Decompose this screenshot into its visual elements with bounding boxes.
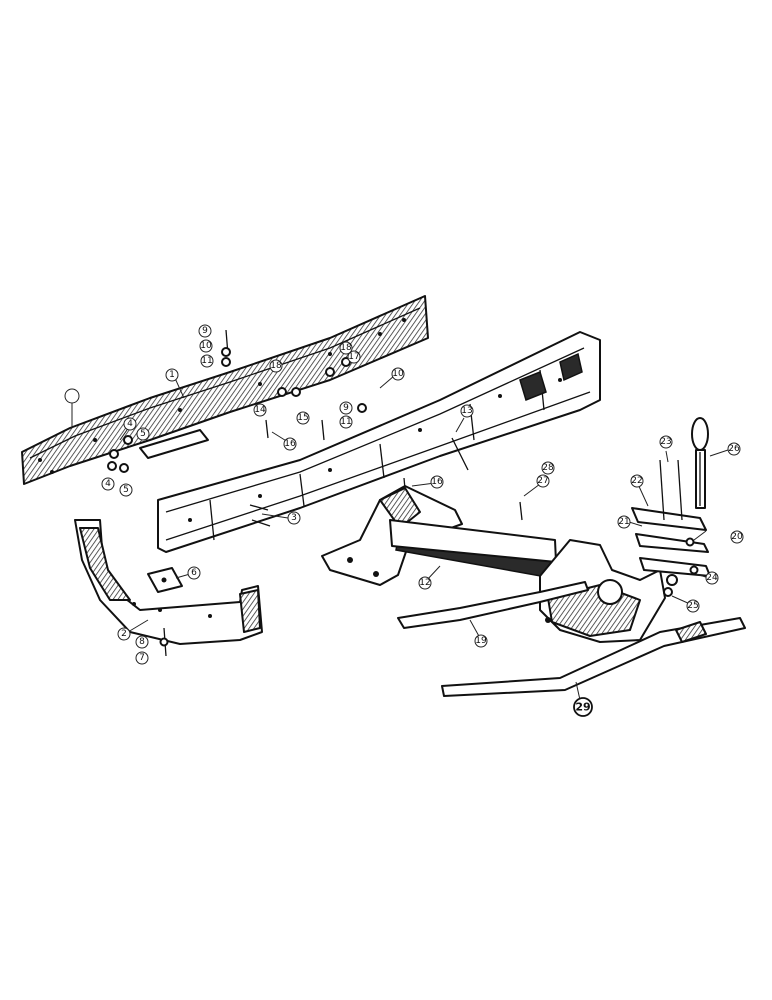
callout-18b: 18 [339, 341, 353, 355]
hitch-assembly [631, 459, 711, 597]
callout-21-label: 21 [618, 517, 629, 527]
callout-18a-label: 18 [270, 361, 282, 371]
callout-12: 12 [418, 576, 432, 590]
callout-24: 24 [705, 571, 719, 585]
callout-26-label: 26 [728, 444, 740, 454]
callout-3: 3 [287, 511, 301, 525]
callout-19-label: 19 [475, 636, 487, 646]
callout-27: 27 [536, 474, 550, 488]
callout-blank [64, 388, 80, 428]
callout-25: 25 [686, 599, 700, 613]
callout-2: 2 [117, 627, 131, 641]
drawbar [441, 617, 746, 697]
callout-23: 23 [659, 435, 673, 449]
callout-27-label: 27 [537, 476, 548, 486]
callout-19: 19 [474, 634, 488, 648]
callout-7: 7 [135, 651, 149, 665]
callout-5b-label: 5 [123, 485, 129, 495]
callout-9b: 9 [339, 401, 353, 415]
callout-8: 8 [135, 635, 149, 649]
callout-29: 29 [573, 697, 593, 717]
callout-14: 14 [253, 403, 267, 417]
callout-5b: 5 [119, 483, 133, 497]
callout-2-label: 2 [121, 629, 127, 639]
callout-13-label: 13 [461, 406, 472, 416]
callout-22-label: 22 [631, 476, 642, 486]
callout-3-label: 3 [291, 513, 297, 523]
hitch-pin [691, 417, 709, 509]
callout-8-label: 8 [139, 637, 145, 647]
callout-5a-label: 5 [140, 429, 146, 439]
callout-17-label: 17 [348, 352, 359, 362]
callout-1-label: 1 [169, 370, 175, 380]
callout-22: 22 [630, 474, 644, 488]
callout-10b-label: 10 [392, 369, 404, 379]
callout-26: 26 [727, 442, 741, 456]
callout-9b-label: 9 [343, 403, 349, 413]
callout-10a: 10 [199, 339, 213, 353]
callout-21: 21 [617, 515, 631, 529]
callout-28-label: 28 [542, 463, 554, 473]
callout-11b-label: 11 [340, 417, 351, 427]
callout-18b-label: 18 [340, 343, 352, 353]
callout-14-label: 14 [254, 405, 266, 415]
callout-7-label: 7 [139, 653, 145, 663]
left-side-rail [21, 295, 429, 485]
callout-6: 6 [187, 566, 201, 580]
callout-23-label: 23 [660, 437, 671, 447]
callout-11a-label: 11 [201, 356, 212, 366]
callout-15: 15 [296, 411, 310, 425]
main-crossmember [321, 485, 666, 643]
callout-4a-label: 4 [127, 419, 133, 429]
callout-10b: 10 [391, 367, 405, 381]
callout-5a: 5 [136, 427, 150, 441]
callout-20-label: 20 [731, 532, 743, 542]
callout-10a-label: 10 [200, 341, 212, 351]
callout-29-label: 29 [575, 701, 590, 714]
rail-fasteners [107, 329, 523, 527]
callout-20: 20 [730, 530, 744, 544]
callout-13: 13 [460, 404, 474, 418]
callout-9a-label: 9 [202, 326, 208, 336]
callout-17: 17 [347, 350, 361, 364]
callout-6-label: 6 [191, 568, 197, 578]
front-bracket [74, 519, 263, 657]
callout-18a: 18 [269, 359, 283, 373]
callout-16b: 16 [430, 475, 444, 489]
callout-4a: 4 [123, 417, 137, 431]
lower-bar [397, 581, 589, 629]
callout-15-label: 15 [297, 413, 308, 423]
callout-12-label: 12 [419, 578, 430, 588]
callout-11b: 11 [339, 415, 353, 429]
callout-9a: 9 [198, 324, 212, 338]
callout-11a: 11 [200, 354, 214, 368]
right-side-rail [157, 331, 601, 553]
callout-16a: 16 [283, 437, 297, 451]
callout-25-label: 25 [687, 601, 698, 611]
callout-28: 28 [541, 461, 555, 475]
callout-1: 1 [165, 368, 179, 382]
callout-4b-label: 4 [105, 479, 111, 489]
callout-16a-label: 16 [284, 439, 296, 449]
callout-24-label: 24 [706, 573, 718, 583]
callout-16b-label: 16 [431, 477, 443, 487]
callout-4b: 4 [101, 477, 115, 491]
